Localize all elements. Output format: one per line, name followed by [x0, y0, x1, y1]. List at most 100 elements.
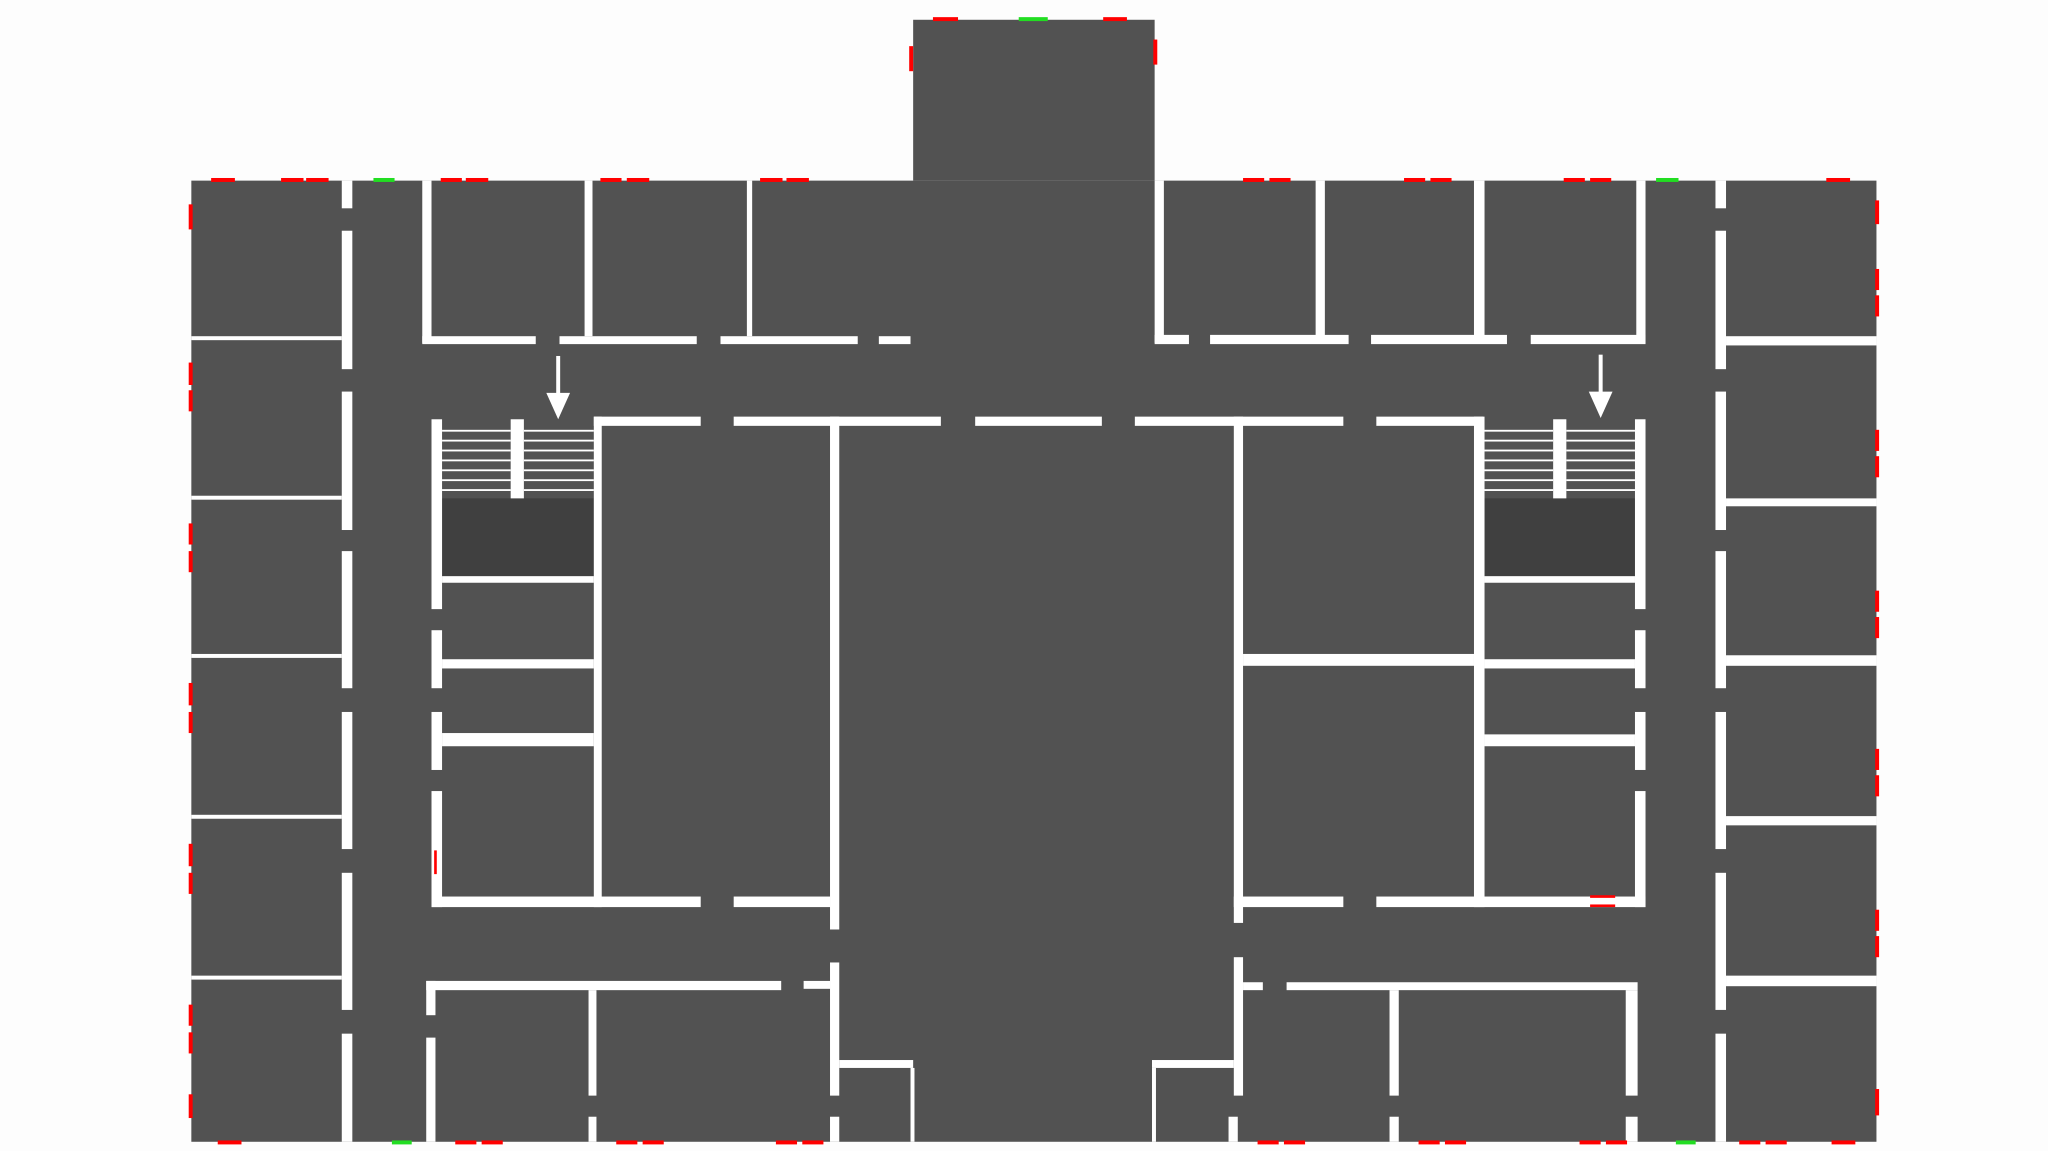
marker-red: [1875, 617, 1880, 639]
wall: [1484, 734, 1635, 747]
marker-red: [1875, 775, 1880, 797]
stair-step: [1484, 429, 1554, 432]
marker-red: [1283, 1140, 1306, 1145]
wall: [442, 576, 594, 583]
wall: [720, 336, 858, 345]
marker-red: [188, 204, 193, 230]
wall: [1553, 419, 1567, 499]
marker-red: [188, 843, 193, 867]
stair-step: [1566, 429, 1635, 432]
wall: [1715, 872, 1727, 1010]
wall: [426, 980, 436, 1016]
wall: [746, 180, 753, 337]
wall: [341, 180, 353, 209]
wall: [1715, 711, 1727, 850]
wall: [1634, 630, 1646, 689]
stair-step: [1484, 479, 1554, 482]
stair-step: [442, 469, 511, 472]
marker-red: [1257, 1140, 1279, 1145]
wall: [1152, 1067, 1156, 1142]
marker-red: [616, 1140, 638, 1145]
wall: [839, 1060, 914, 1068]
wall: [426, 1037, 436, 1142]
marker-red: [775, 1140, 798, 1145]
arrow-down-icon: [546, 355, 571, 420]
wall: [593, 416, 701, 426]
wall: [910, 1067, 915, 1142]
marker-red: [1590, 895, 1616, 898]
wall: [1715, 551, 1727, 689]
wall: [1233, 416, 1244, 923]
wall: [431, 791, 443, 908]
marker-red: [1875, 590, 1880, 612]
wall: [1389, 990, 1399, 1096]
wall: [341, 551, 353, 689]
wall: [1726, 655, 1877, 666]
wall: [1228, 1116, 1238, 1142]
stair-step: [442, 429, 511, 432]
marker-red: [1579, 1140, 1601, 1145]
wall: [426, 980, 782, 991]
wall: [191, 975, 342, 980]
marker-red: [626, 177, 650, 182]
perimeter-markers: [188, 17, 1880, 1145]
marker-red: [1875, 268, 1880, 291]
wall: [422, 336, 536, 345]
wall: [442, 659, 594, 669]
marker-red: [1430, 177, 1452, 182]
wall: [830, 1116, 840, 1142]
stair-step: [1566, 449, 1635, 452]
marker-red: [1563, 177, 1585, 182]
stair-step: [1484, 469, 1554, 472]
stair-step: [1566, 479, 1635, 482]
wall: [1243, 653, 1474, 666]
stair-step: [442, 479, 511, 482]
marker-red: [465, 177, 489, 182]
stair-step: [1566, 469, 1635, 472]
marker-red: [1103, 17, 1127, 22]
wall: [1286, 982, 1638, 991]
wall: [1376, 896, 1646, 908]
wall: [1152, 1060, 1234, 1068]
wall: [1625, 990, 1638, 1096]
wall: [1315, 180, 1325, 337]
wall: [1473, 180, 1485, 337]
marker-red: [188, 551, 193, 573]
marker-red: [1605, 1140, 1628, 1145]
marker-red: [909, 46, 914, 72]
stair-step: [442, 449, 511, 452]
wall: [1484, 576, 1635, 583]
wall: [1210, 334, 1349, 345]
marker-red: [1739, 1140, 1761, 1145]
wall: [431, 711, 443, 770]
wall: [830, 962, 840, 1096]
marker-red: [600, 177, 622, 182]
marker-red: [1243, 177, 1265, 182]
marker-red: [434, 850, 437, 875]
wall: [1715, 391, 1727, 531]
stair-step: [1566, 459, 1635, 462]
marker-red: [440, 177, 462, 182]
marker-red: [932, 17, 959, 22]
wall: [803, 980, 831, 989]
marker-red: [1875, 295, 1880, 317]
wall: [1625, 1116, 1638, 1142]
wall: [830, 416, 840, 930]
wall: [1726, 336, 1877, 346]
marker-red: [1875, 936, 1880, 958]
marker-red: [1875, 748, 1880, 770]
marker-red: [1765, 1140, 1787, 1145]
marker-red: [1269, 177, 1291, 182]
marker-red: [188, 1094, 193, 1119]
wall: [1726, 975, 1877, 987]
arrow-down-icon: [1588, 354, 1613, 418]
stair-step: [523, 489, 594, 491]
wall: [584, 180, 593, 337]
marker-red: [1831, 1140, 1856, 1145]
marker-red: [188, 390, 193, 412]
wall: [588, 1116, 597, 1142]
stair-step: [1566, 489, 1635, 491]
wall: [1634, 419, 1646, 610]
wall: [1726, 498, 1877, 507]
stair-landings: [442, 498, 1635, 577]
